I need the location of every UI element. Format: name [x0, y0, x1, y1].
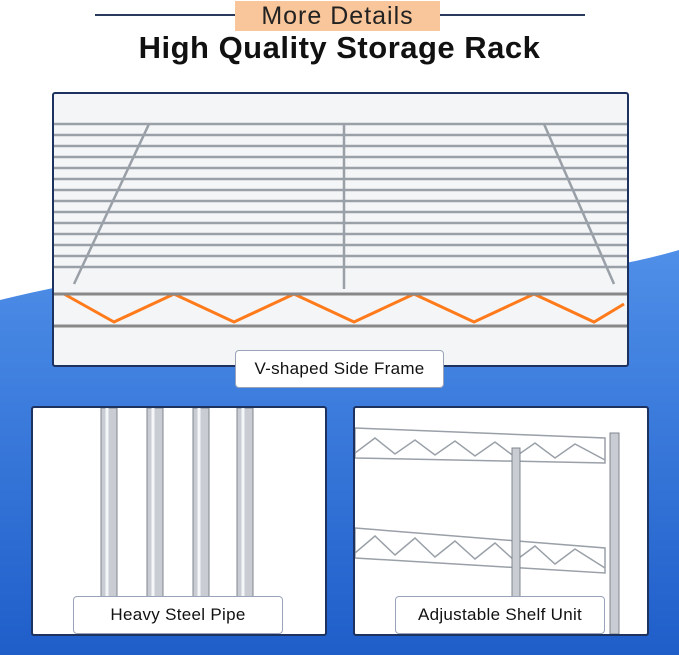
label-shelf-unit: Adjustable Shelf Unit [395, 596, 605, 634]
header-line-left [95, 14, 235, 16]
section-subtitle: More Details [235, 1, 440, 31]
v-frame-orange [63, 292, 625, 324]
shelf-support-wire [72, 123, 151, 285]
header-line-right [440, 14, 585, 16]
label-side-frame: V-shaped Side Frame [235, 350, 444, 388]
label-steel-pipe: Heavy Steel Pipe [73, 596, 283, 634]
panel-side-frame [52, 92, 629, 367]
page-title: High Quality Storage Rack [138, 30, 541, 65]
shelf-unit-image [355, 427, 620, 634]
shelf-support-wire [542, 123, 616, 285]
steel-pipe-image [100, 408, 254, 634]
wire-shelf-image [54, 122, 627, 328]
